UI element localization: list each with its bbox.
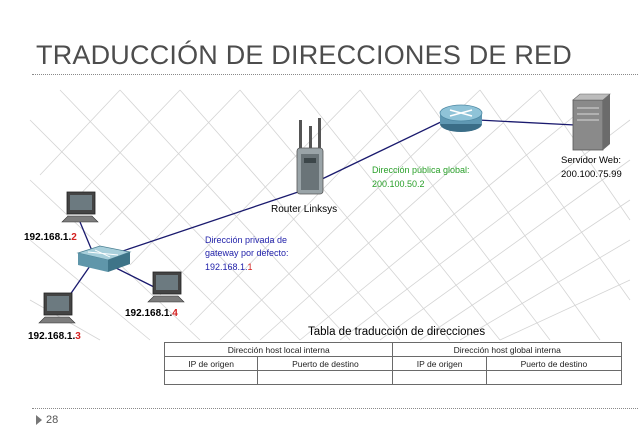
col-header-port-dest-local: Puerto de destino <box>257 356 394 371</box>
private-gateway-ip: 192.168.1.1 <box>205 262 253 272</box>
server-icon <box>572 93 611 151</box>
grid-floor <box>29 89 631 341</box>
host-ip-4: 192.168.1.4 <box>125 308 178 319</box>
public-address-ip: 200.100.50.2 <box>372 179 425 189</box>
col-header-ip-origin-global: IP de origen <box>392 356 487 371</box>
server-title: Servidor Web: <box>561 155 621 166</box>
router-label: Router Linksys <box>271 204 337 215</box>
page-title: TRADUCCIÓN DE DIRECCIONES DE RED <box>36 40 572 70</box>
link-switch-router <box>101 187 311 259</box>
col-header-port-dest-global: Puerto de destino <box>485 356 623 371</box>
host-ip-3: 192.168.1.3 <box>28 331 81 342</box>
server-ip: 200.100.75.99 <box>561 169 622 180</box>
link-router-isp <box>319 119 446 181</box>
switch-icon <box>76 245 132 272</box>
host-ip-2: 192.168.1.2 <box>24 232 77 243</box>
translation-table: Dirección host local interna Dirección h… <box>163 342 623 385</box>
table-cell <box>392 370 487 385</box>
table-cell <box>485 370 623 385</box>
private-gateway-label-2: gateway por defecto: <box>205 248 289 258</box>
title-divider <box>32 74 638 75</box>
footer-divider <box>32 408 638 409</box>
isp-router-icon <box>439 104 483 132</box>
page-number: 28 <box>46 414 59 426</box>
table-group-header-row: Dirección host local interna Dirección h… <box>163 342 622 357</box>
private-gateway-label-1: Dirección privada de <box>205 235 287 245</box>
pc-icon-host-3 <box>38 292 76 324</box>
table-row <box>163 370 623 385</box>
linksys-router-icon <box>296 118 324 195</box>
pc-icon-host-2 <box>61 191 99 223</box>
table-column-header-row: IP de origen Puerto de destino IP de ori… <box>163 356 623 371</box>
link-isp-server <box>477 119 576 126</box>
group-header-global: Dirección host global interna <box>392 342 622 357</box>
translation-table-title: Tabla de traducción de direcciones <box>308 326 486 338</box>
pc-icon-host-4 <box>147 271 185 303</box>
link-switch-host-4 <box>111 265 161 291</box>
table-cell <box>257 370 394 385</box>
col-header-ip-origin-local: IP de origen <box>163 356 259 371</box>
public-address-label: Dirección pública global: <box>372 165 470 175</box>
table-cell <box>163 370 259 385</box>
group-header-local: Dirección host local interna <box>163 342 394 357</box>
footer-arrow-icon <box>36 415 42 425</box>
